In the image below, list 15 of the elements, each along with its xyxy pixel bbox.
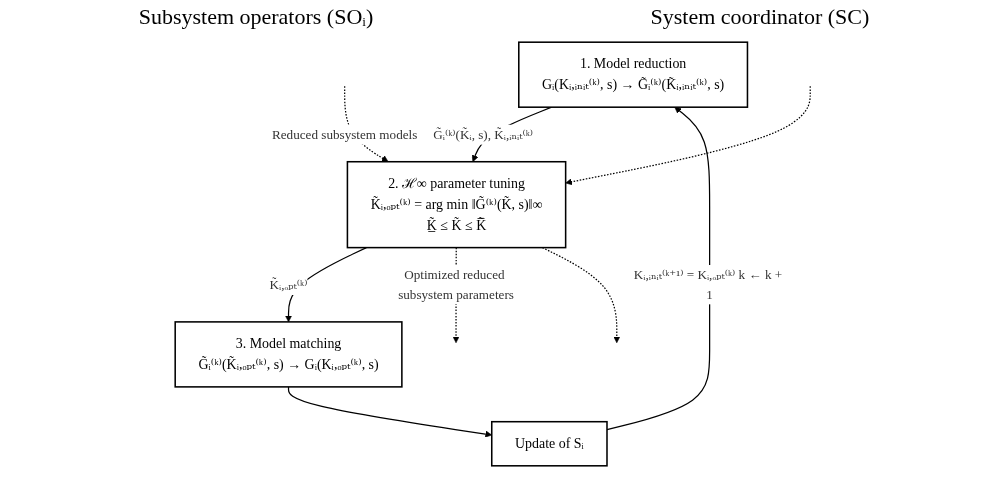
- node-box: Update of Sᵢ: [490, 420, 608, 467]
- node-box: 2. ℋ∞ parameter tuning K̃ᵢ,ₒₚₜ⁽ᵏ⁾ = arg min ‖G̃⁽ᵏ⁾(K̃, s)‖∞ K̲̃ ≤ K̃ ≤ K̃̅: [346, 160, 567, 249]
- edge-label: K̃ᵢ,ₒₚₜ⁽ᵏ⁾: [269, 277, 308, 292]
- arrow: [606, 106, 710, 431]
- arrow: [565, 85, 811, 186]
- column-heading: System coordinator (SC): [649, 4, 871, 30]
- edge-label: Reduced subsystem models: [271, 126, 418, 142]
- arrow: [343, 85, 389, 163]
- edge-label: Optimized reduced subsystem parameters: [397, 267, 514, 302]
- node-box: 3. Model matching G̃ᵢ⁽ᵏ⁾(K̃ᵢ,ₒₚₜ⁽ᵏ⁾, s) → Gᵢ(Kᵢ,ₒₚₜ⁽ᵏ⁾, s): [174, 321, 403, 388]
- edge-label: Kᵢ,ᵢₙᵢₜ⁽ᵏ⁺¹⁾ = Kᵢ,ₒₚₜ⁽ᵏ⁾ k ← k + 1: [633, 267, 782, 302]
- node-box: 1. Model reduction Gᵢ(Kᵢ,ᵢₙᵢₜ⁽ᵏ⁾, s) → G̃ᵢ⁽ᵏ⁾(K̃ᵢ,ᵢₙᵢₜ⁽ᵏ⁾, s): [517, 41, 748, 108]
- column-heading: Subsystem operators (SOᵢ): [137, 4, 375, 30]
- arrow: [287, 386, 492, 438]
- edge-label: G̃ᵢ⁽ᵏ⁾(K̃ᵢ, s), K̃ᵢ,ᵢₙᵢₜ⁽ᵏ⁾: [433, 126, 533, 142]
